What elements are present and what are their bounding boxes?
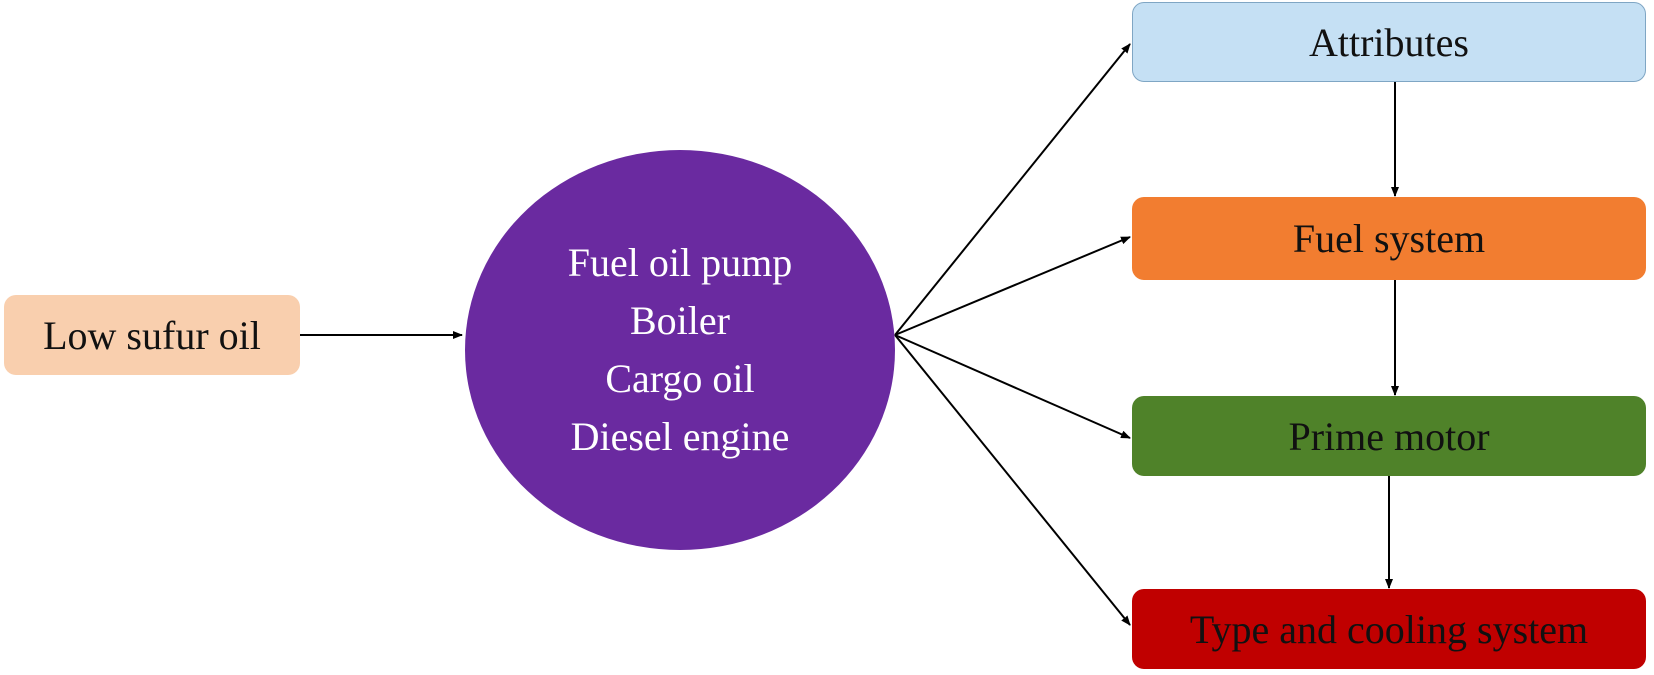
equipment-hub-node: Fuel oil pump Boiler Cargo oil Diesel en… [465, 150, 895, 550]
arrow-hub-to-prime-motor [894, 334, 1131, 439]
hub-line-diesel-engine: Diesel engine [570, 414, 790, 459]
arrow-hub-to-attributes [894, 43, 1131, 336]
hub-line-boiler: Boiler [630, 298, 730, 343]
low-sulfur-oil-node: Low sufur oil [4, 295, 300, 375]
fuel-system-label: Fuel system [1292, 216, 1486, 261]
arrow-hub-to-fuel-system [894, 236, 1131, 336]
hub-line-fuel-oil-pump: Fuel oil pump [567, 240, 793, 285]
fuel-system-node: Fuel system [1132, 197, 1646, 280]
type-and-cooling-system-label: Type and cooling system [1189, 606, 1589, 652]
type-and-cooling-system-node: Type and cooling system [1132, 589, 1646, 669]
arrow-hub-to-type-cooling [894, 334, 1131, 626]
prime-motor-label: Prime motor [1288, 413, 1490, 459]
low-sulfur-oil-label: Low sufur oil [43, 312, 261, 358]
attributes-node: Attributes [1132, 2, 1646, 82]
attributes-label: Attributes [1309, 19, 1469, 65]
prime-motor-node: Prime motor [1132, 396, 1646, 476]
hub-line-cargo-oil: Cargo oil [605, 356, 755, 401]
